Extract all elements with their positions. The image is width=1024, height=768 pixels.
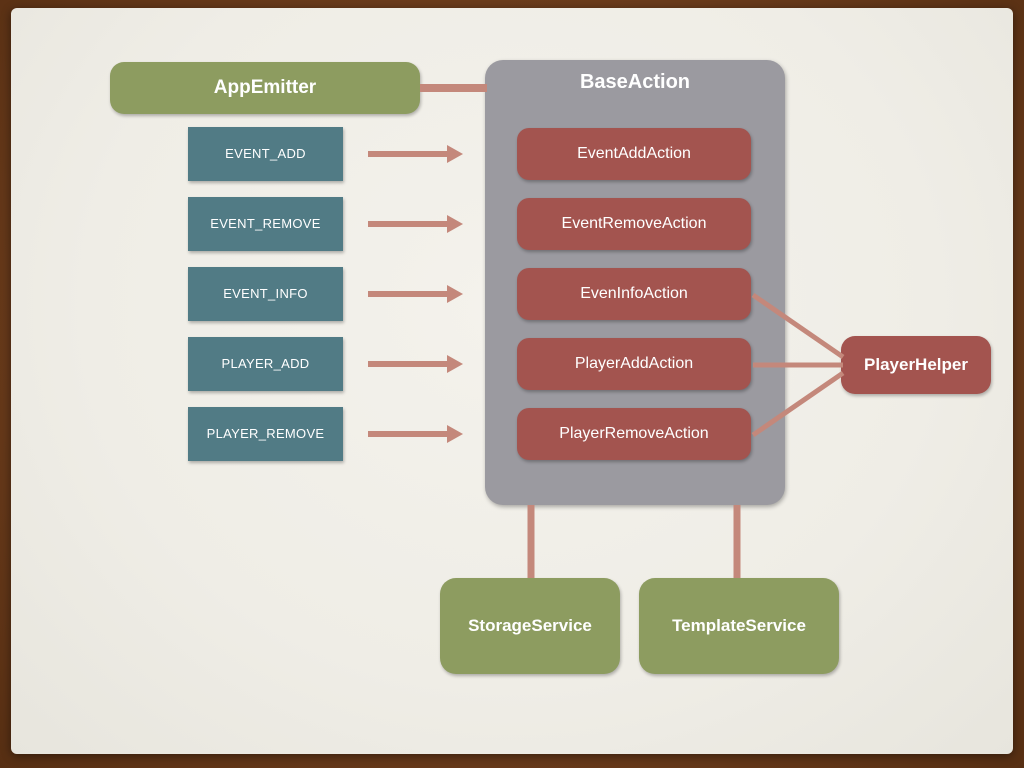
app-emitter-label: AppEmitter <box>213 76 317 98</box>
player-remove-label: PLAYER_REMOVE <box>206 425 325 441</box>
player-remove-action-label: PlayerRemoveAction <box>559 425 709 443</box>
player-remove-box: PLAYER_REMOVE <box>188 407 343 461</box>
player-helper-label: PlayerHelper <box>864 354 968 374</box>
event-remove-box: EVENT_REMOVE <box>188 197 343 251</box>
template-service-label: TemplateService <box>672 615 806 635</box>
player-add-action-box: PlayerAddAction <box>517 338 751 390</box>
event-add-box: EVENT_ADD <box>188 127 343 181</box>
event-add-action-box: EventAddAction <box>517 128 751 180</box>
app-emitter-box: AppEmitter <box>110 62 420 114</box>
arrow-event-remove <box>368 215 463 233</box>
arrow-player-remove <box>368 425 463 443</box>
player-helper-box: PlayerHelper <box>841 336 991 394</box>
event-add-label: EVENT_ADD <box>225 145 306 161</box>
arrow-event-info <box>368 285 463 303</box>
event-remove-action-label: EventRemoveAction <box>561 215 707 233</box>
player-add-action-label: PlayerAddAction <box>574 355 694 373</box>
event-remove-label: EVENT_REMOVE <box>210 215 321 231</box>
storage-service-label: StorageService <box>468 615 592 635</box>
storage-service-box: StorageService <box>440 578 620 674</box>
event-add-action-label: EventAddAction <box>577 145 691 163</box>
arrow-player-add <box>368 355 463 373</box>
player-remove-action-box: PlayerRemoveAction <box>517 408 751 460</box>
even-info-action-label: EvenInfoAction <box>580 285 688 303</box>
event-info-box: EVENT_INFO <box>188 267 343 321</box>
player-add-label: PLAYER_ADD <box>221 355 310 371</box>
player-add-box: PLAYER_ADD <box>188 337 343 391</box>
event-info-label: EVENT_INFO <box>223 285 308 301</box>
event-remove-action-box: EventRemoveAction <box>517 198 751 250</box>
base-action-title: BaseAction <box>579 71 691 93</box>
arrow-event-add <box>368 145 463 163</box>
template-service-box: TemplateService <box>639 578 839 674</box>
even-info-action-box: EvenInfoAction <box>517 268 751 320</box>
